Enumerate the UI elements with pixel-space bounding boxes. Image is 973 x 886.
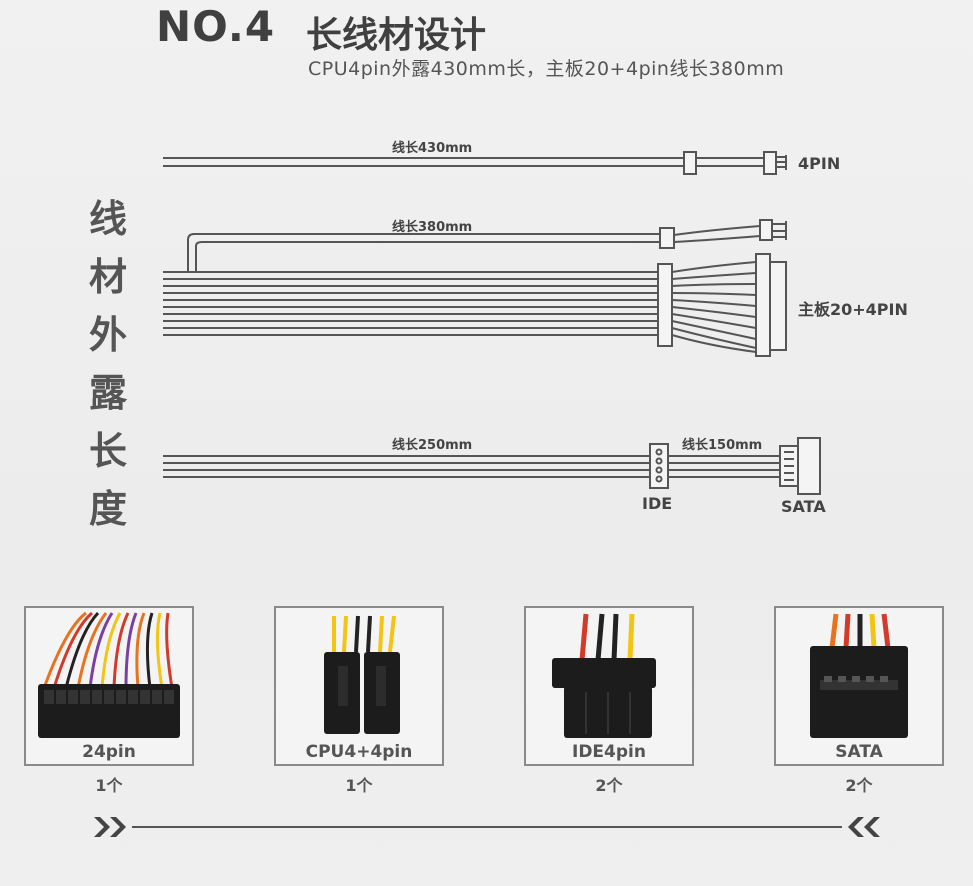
ide-label: IDE (642, 494, 673, 513)
main-branch-wire-1 (187, 233, 660, 271)
chevron-left-icon (848, 817, 864, 837)
side-title-vertical: 线材外露长度 (88, 197, 127, 531)
main-20-4pin-connector (755, 253, 771, 357)
cpu-connector-label: 4PIN (798, 154, 841, 173)
sata-label: SATA (781, 497, 826, 516)
cpu-4pin-connector (763, 151, 777, 175)
peripheral-cable-group (163, 437, 821, 495)
subtitle: CPU4pin外露430mm长，主板20+4pin线长380mm (308, 58, 785, 80)
sata-length-label: 线长150mm (682, 438, 763, 453)
title-number: NO.4 (156, 2, 276, 51)
chevron-right-icon (94, 817, 110, 837)
title-text: 长线材设计 (306, 15, 487, 56)
photo-card-ide: IDE4pin (524, 606, 694, 766)
peripheral-length-label: 线长250mm (392, 438, 473, 453)
main-connector-label: 主板20+4PIN (798, 300, 908, 319)
main-length-label: 线长380mm (392, 220, 473, 235)
cpu-cable-group (163, 151, 787, 175)
photo-name-ide: IDE4pin (572, 742, 646, 762)
ide-connector (649, 443, 669, 489)
main-branch-wire-2 (195, 241, 660, 271)
sata-connector-face (797, 437, 821, 495)
photo-name-24pin: 24pin (82, 742, 136, 762)
main-sleeve (657, 263, 673, 347)
main-wire-bundle (163, 271, 658, 336)
main-cable-group (163, 219, 787, 357)
count-ide: 2个 (595, 776, 623, 795)
sata-connector-icon (810, 613, 908, 738)
main-4pin-connector (759, 219, 773, 241)
cpu-sleeve (683, 151, 697, 175)
chevron-right-icon (110, 817, 126, 837)
photo-card-sata: SATA (774, 606, 944, 766)
photo-name-sata: SATA (835, 742, 883, 762)
main-connector-face (769, 261, 787, 351)
count-cpu: 1个 (345, 776, 373, 795)
cpu-8pin-connector-icon (324, 615, 400, 734)
decorative-arrow-bar (94, 817, 880, 837)
count-24pin: 1个 (95, 776, 123, 795)
atx-24pin-connector-icon (38, 611, 180, 738)
photo-card-24pin: 24pin (24, 606, 194, 766)
cable-diagram (163, 151, 821, 495)
main-branch-sleeve (659, 227, 675, 249)
count-sata: 2个 (845, 776, 873, 795)
photo-card-cpu: CPU4+4pin (274, 606, 444, 766)
molex-connector-icon (552, 613, 656, 738)
cpu-length-label: 线长430mm (392, 141, 473, 156)
chevron-left-icon (864, 817, 880, 837)
photo-name-cpu: CPU4+4pin (305, 742, 413, 762)
